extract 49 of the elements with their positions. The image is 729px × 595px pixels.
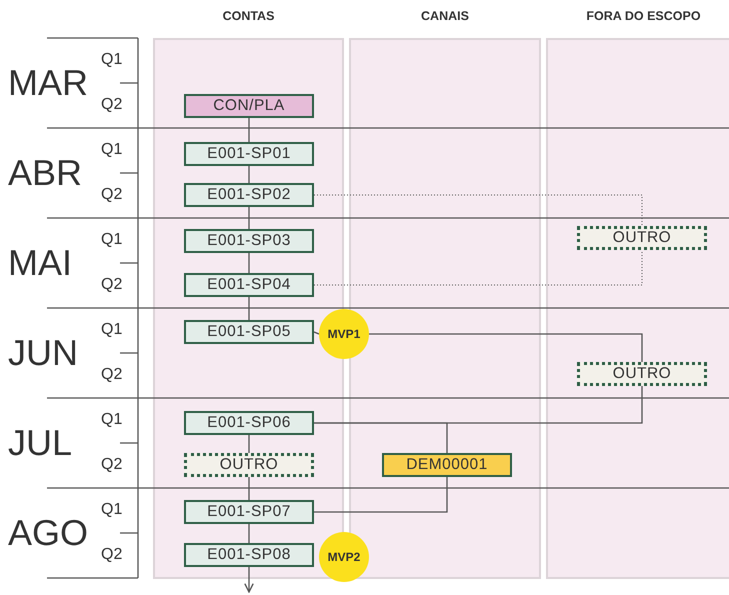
month-label: AGO: [8, 515, 88, 551]
connector: [248, 207, 250, 229]
dotted-connector: [314, 194, 642, 226]
connector: [248, 435, 250, 453]
dotted-box: OUTRO: [577, 226, 707, 250]
quarter-label: Q2: [101, 547, 122, 563]
quarter-label: Q2: [101, 187, 122, 203]
demand-box: DEM00001: [382, 453, 512, 477]
sprint-box: E001-SP04: [184, 273, 314, 297]
month-label: ABR: [8, 155, 82, 191]
sprint-box: E001-SP02: [184, 183, 314, 207]
dotted-box: OUTRO: [184, 453, 314, 477]
quarter-label: Q1: [101, 322, 122, 338]
lane-header: CANAIS: [420, 9, 470, 23]
quarter-label: Q2: [101, 367, 122, 383]
connector: [248, 297, 250, 320]
dotted-connector: [314, 250, 642, 286]
connector: [369, 333, 643, 362]
connector: [314, 477, 448, 513]
connector: [314, 422, 448, 453]
quarter-label: Q1: [101, 52, 122, 68]
sprint-box: E001-SP06: [184, 411, 314, 435]
sprint-box: E001-SP03: [184, 229, 314, 253]
lane-header: CONTAS: [222, 9, 276, 23]
connector: [248, 118, 250, 142]
connector: [314, 331, 320, 335]
month-label: JUN: [8, 335, 78, 371]
quarter-label: Q2: [101, 457, 122, 473]
arrow: [244, 567, 254, 593]
sprint-box: E001-SP07: [184, 500, 314, 524]
quarter-label: Q1: [101, 232, 122, 248]
connector: [248, 166, 250, 183]
month-label: MAR: [8, 65, 88, 101]
dotted-box: OUTRO: [577, 362, 707, 386]
quarter-label: Q1: [101, 142, 122, 158]
lane-header: FORA DO ESCOPO: [585, 9, 702, 23]
plan-box: CON/PLA: [184, 94, 314, 118]
quarter-label: Q2: [101, 97, 122, 113]
sprint-box: E001-SP08: [184, 543, 314, 567]
quarter-label: Q1: [101, 412, 122, 428]
quarter-label: Q1: [101, 502, 122, 518]
month-label: JUL: [8, 425, 72, 461]
sprint-box: E001-SP05: [184, 320, 314, 344]
connector: [248, 253, 250, 273]
sprint-box: E001-SP01: [184, 142, 314, 166]
quarter-label: Q2: [101, 277, 122, 293]
connector: [248, 477, 250, 500]
month-label: MAI: [8, 245, 72, 281]
connector: [248, 524, 250, 543]
